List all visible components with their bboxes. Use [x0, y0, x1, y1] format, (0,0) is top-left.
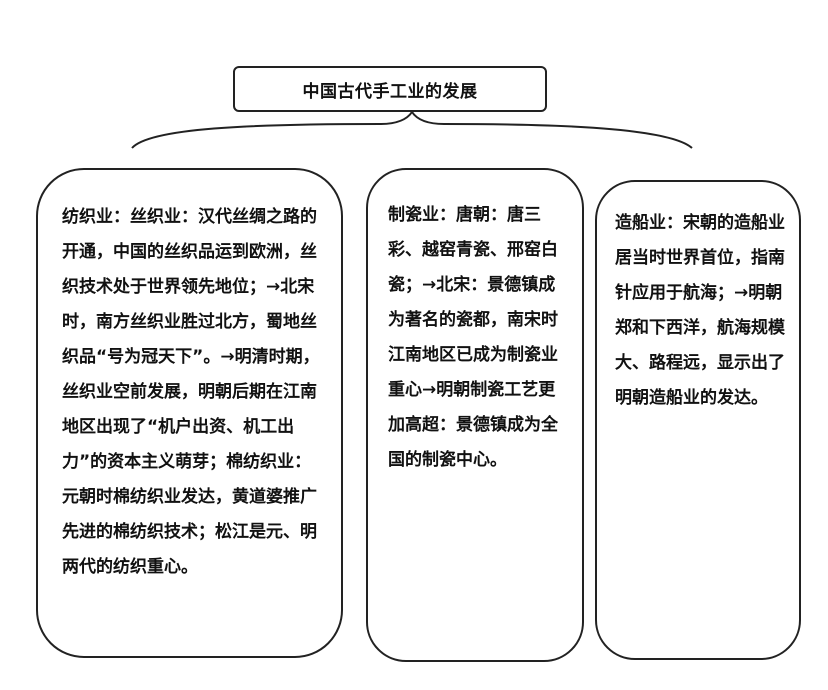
porcelain-industry-box: 制瓷业：唐朝：唐三彩、越窑青瓷、邢窑白瓷；→北宋：景德镇成为著名的瓷都，南宋时江… [366, 168, 584, 662]
textile-industry-box: 纺织业：丝织业：汉代丝绸之路的开通，中国的丝织品运到欧洲，丝织技术处于世界领先地… [36, 168, 343, 658]
diagram-title: 中国古代手工业的发展 [233, 66, 547, 112]
shipbuilding-industry-box: 造船业：宋朝的造船业居当时世界首位，指南针应用于航海；→明朝郑和下西洋，航海规模… [595, 180, 801, 660]
